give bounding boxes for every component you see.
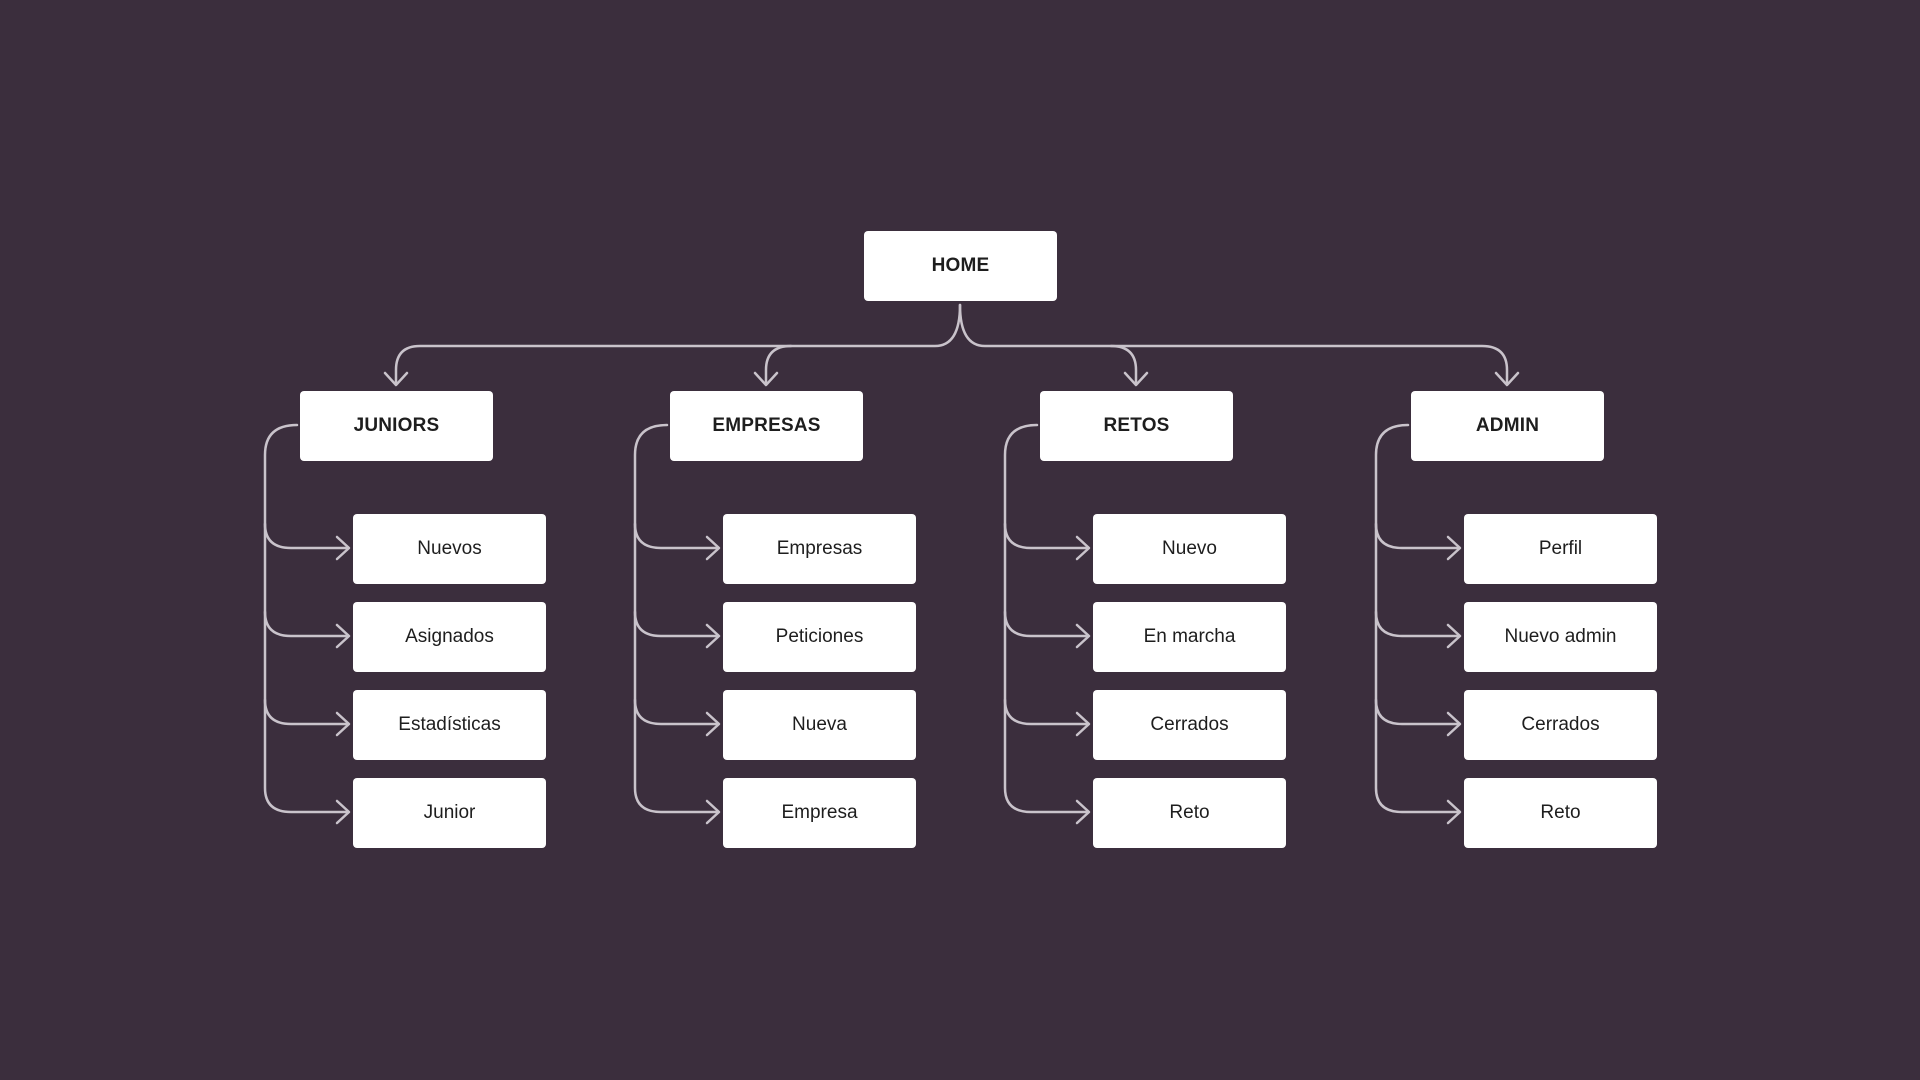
node-admin-item: Nuevo admin bbox=[1464, 602, 1657, 672]
node-empresas-item: Nueva bbox=[723, 690, 916, 760]
node-retos-item: En marcha bbox=[1093, 602, 1286, 672]
connector-home-juniors bbox=[394, 303, 962, 386]
connector-admin-trunk bbox=[1374, 423, 1461, 814]
node-admin: ADMIN bbox=[1411, 391, 1604, 461]
node-juniors: JUNIORS bbox=[300, 391, 493, 461]
connector-retos-trunk bbox=[1003, 423, 1090, 814]
node-juniors-item: Asignados bbox=[353, 602, 546, 672]
connector-empresas-trunk bbox=[633, 423, 720, 814]
arrow-head bbox=[1123, 371, 1149, 387]
connector-home-empresas bbox=[764, 344, 793, 386]
node-juniors-item: Estadísticas bbox=[353, 690, 546, 760]
node-juniors-item: Nuevos bbox=[353, 514, 546, 584]
node-empresas-item: Empresa bbox=[723, 778, 916, 848]
arrow-head bbox=[1494, 371, 1520, 387]
node-home: HOME bbox=[864, 231, 1057, 301]
node-retos-item: Reto bbox=[1093, 778, 1286, 848]
node-retos-item: Cerrados bbox=[1093, 690, 1286, 760]
connector-home-retos bbox=[958, 303, 1138, 386]
connector-home-admin bbox=[1109, 344, 1509, 386]
node-retos-item: Nuevo bbox=[1093, 514, 1286, 584]
node-empresas-item: Empresas bbox=[723, 514, 916, 584]
node-retos: RETOS bbox=[1040, 391, 1233, 461]
node-empresas: EMPRESAS bbox=[670, 391, 863, 461]
node-admin-item: Perfil bbox=[1464, 514, 1657, 584]
arrow-head bbox=[753, 371, 779, 387]
connector-juniors-trunk bbox=[263, 423, 350, 814]
node-empresas-item: Peticiones bbox=[723, 602, 916, 672]
arrow-head bbox=[383, 371, 409, 387]
node-admin-item: Cerrados bbox=[1464, 690, 1657, 760]
node-juniors-item: Junior bbox=[353, 778, 546, 848]
node-admin-item: Reto bbox=[1464, 778, 1657, 848]
